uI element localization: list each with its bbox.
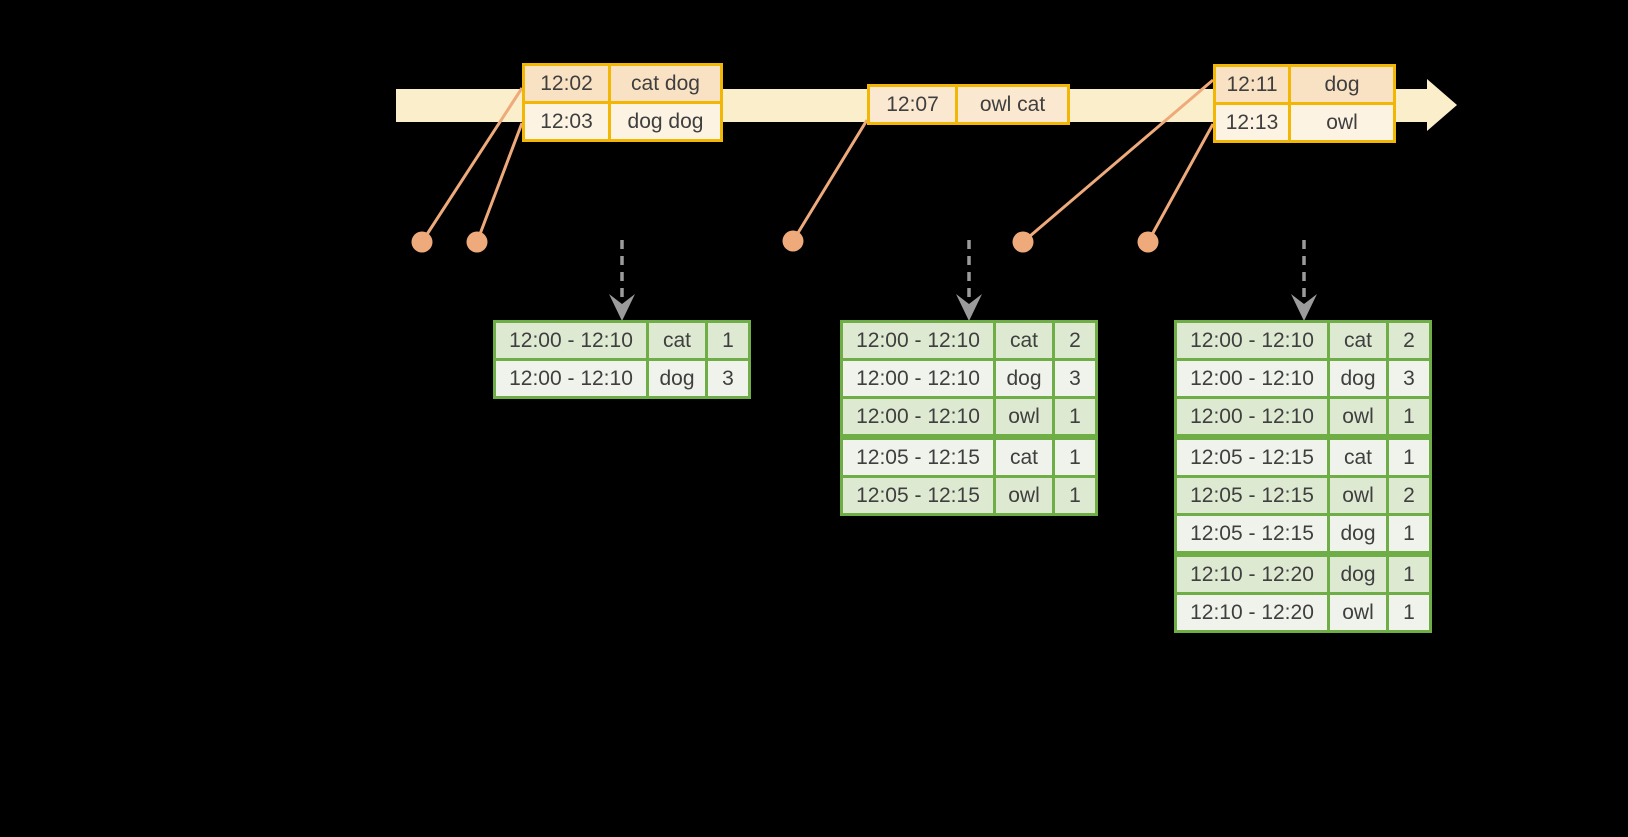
- table-cell: 12:02: [525, 66, 608, 101]
- trigger-arrow-head-icon: [956, 294, 982, 321]
- event-dot: [782, 230, 804, 252]
- table-cell: 3: [708, 361, 748, 396]
- table-cell: 12:03: [525, 104, 608, 139]
- event-connector-line: [420, 87, 524, 243]
- table-cell: owl: [996, 399, 1052, 434]
- table-cell: owl: [1291, 105, 1393, 140]
- table-cell: dog: [1291, 67, 1393, 102]
- table-cell: 12:11: [1216, 67, 1288, 102]
- table-cell: 12:00 - 12:10: [843, 399, 993, 434]
- table-cell: 1: [1055, 478, 1095, 513]
- table-cell: 12:07: [870, 87, 955, 122]
- table-cell: 12:00 - 12:10: [843, 323, 993, 358]
- table-cell: cat: [1330, 440, 1386, 475]
- table-cell: 1: [1389, 595, 1429, 630]
- event-connector-line: [475, 122, 524, 243]
- table-cell: 12:05 - 12:15: [1177, 516, 1327, 551]
- timeline-arrowhead-icon: [1427, 79, 1457, 131]
- event-connector-line: [1146, 123, 1215, 243]
- table-cell: owl cat: [958, 87, 1067, 122]
- event-connector-line: [1022, 78, 1214, 244]
- table-cell: owl: [1330, 595, 1386, 630]
- table-cell: cat: [996, 323, 1052, 358]
- table-cell: 1: [708, 323, 748, 358]
- table-cell: 1: [1389, 440, 1429, 475]
- table-cell: 1: [1055, 399, 1095, 434]
- table-cell: 3: [1055, 361, 1095, 396]
- trigger-arrow: [609, 240, 635, 321]
- table-cell: cat dog: [611, 66, 720, 101]
- table-cell: cat: [996, 440, 1052, 475]
- table-cell: 2: [1389, 478, 1429, 513]
- table-cell: 12:00 - 12:10: [1177, 361, 1327, 396]
- table-cell: 12:00 - 12:10: [843, 361, 993, 396]
- table-cell: 3: [1389, 361, 1429, 396]
- table-cell: 12:05 - 12:15: [1177, 478, 1327, 513]
- table-cell: 2: [1055, 323, 1095, 358]
- trigger-arrow: [1291, 240, 1317, 321]
- table-cell: dog: [996, 361, 1052, 396]
- table-cell: cat: [1330, 323, 1386, 358]
- table-cell: owl: [1330, 478, 1386, 513]
- event-dot: [411, 231, 433, 253]
- table-cell: 12:00 - 12:10: [1177, 323, 1327, 358]
- table-cell: 1: [1055, 440, 1095, 475]
- table-cell: 12:10 - 12:20: [1177, 595, 1327, 630]
- table-cell: 1: [1389, 516, 1429, 551]
- table-cell: 12:00 - 12:10: [496, 361, 646, 396]
- event-dot: [1137, 231, 1159, 253]
- table-cell: 1: [1389, 557, 1429, 592]
- table-cell: dog: [1330, 516, 1386, 551]
- trigger-arrow-head-icon: [609, 294, 635, 321]
- table-cell: 12:00 - 12:10: [1177, 399, 1327, 434]
- trigger-arrow: [956, 240, 982, 321]
- table-cell: 12:05 - 12:15: [1177, 440, 1327, 475]
- event-dot: [466, 231, 488, 253]
- table-cell: cat: [649, 323, 705, 358]
- table-cell: dog: [649, 361, 705, 396]
- table-cell: 12:05 - 12:15: [843, 478, 993, 513]
- table-cell: 12:00 - 12:10: [496, 323, 646, 358]
- table-cell: 12:10 - 12:20: [1177, 557, 1327, 592]
- table-cell: 12:13: [1216, 105, 1288, 140]
- event-connector-line: [791, 119, 869, 242]
- table-cell: dog dog: [611, 104, 720, 139]
- table-cell: dog: [1330, 557, 1386, 592]
- event-dot: [1012, 231, 1034, 253]
- table-cell: dog: [1330, 361, 1386, 396]
- table-cell: 2: [1389, 323, 1429, 358]
- table-cell: 12:05 - 12:15: [843, 440, 993, 475]
- table-cell: owl: [996, 478, 1052, 513]
- trigger-arrow-head-icon: [1291, 294, 1317, 321]
- table-cell: owl: [1330, 399, 1386, 434]
- table-cell: 1: [1389, 399, 1429, 434]
